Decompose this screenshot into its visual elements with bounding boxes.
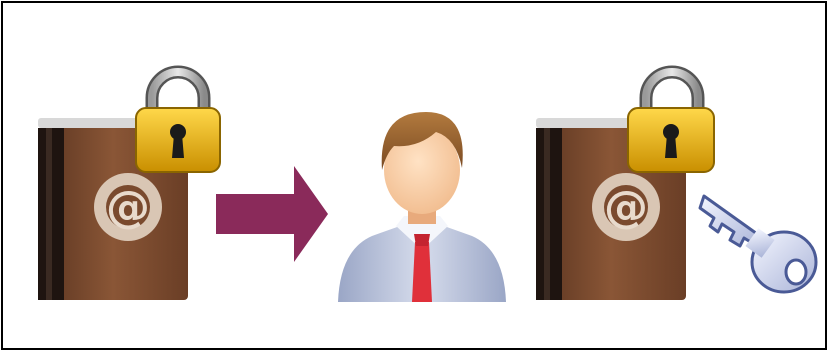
key-icon [700, 196, 816, 292]
at-symbol-icon: @ [106, 182, 150, 233]
user-avatar-icon [338, 112, 506, 302]
padlock-icon-right [628, 72, 714, 172]
padlock-icon-left [136, 72, 220, 172]
right-arrow-icon [216, 166, 328, 262]
at-symbol-icon: @ [604, 182, 648, 233]
